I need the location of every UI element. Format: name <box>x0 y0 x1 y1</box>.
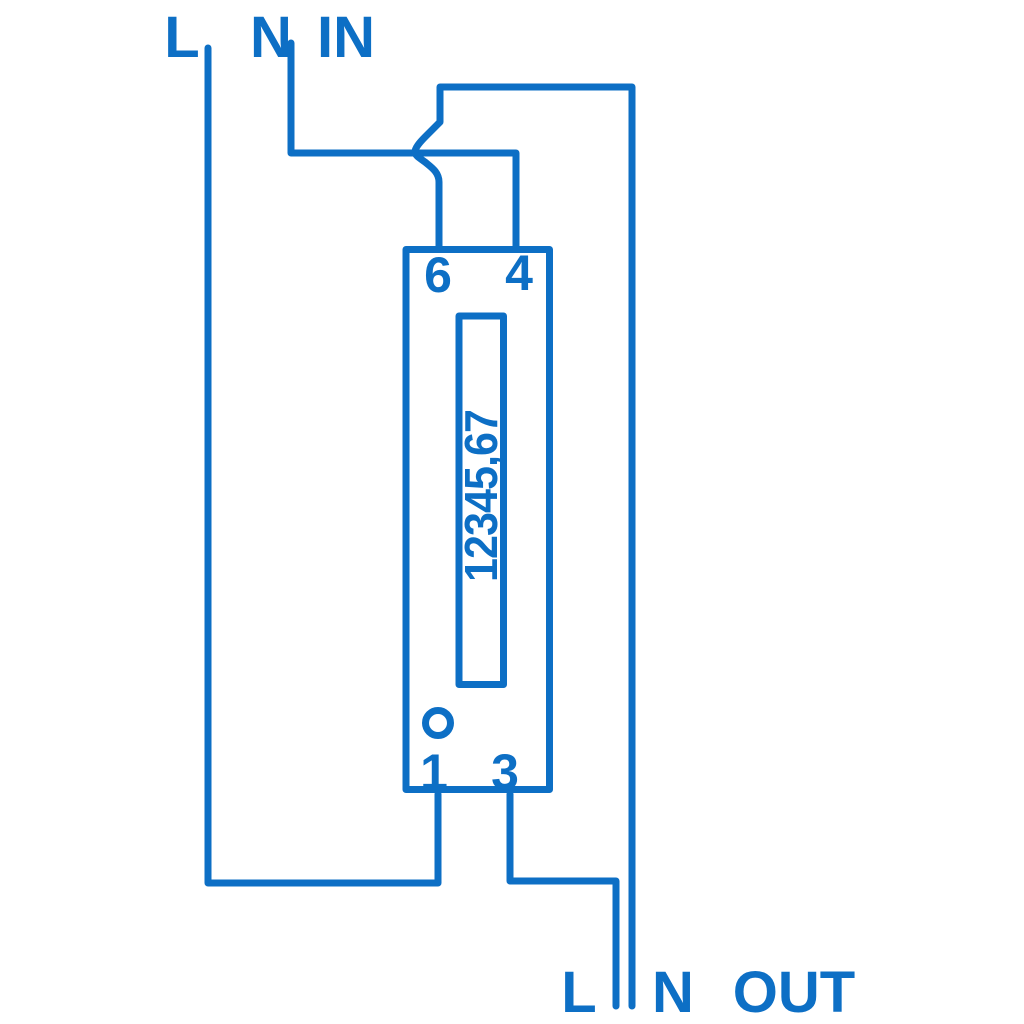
wire-line-in <box>204 44 442 887</box>
input-neutral-label: N <box>250 5 292 70</box>
output-neutral-label: N <box>652 960 694 1024</box>
wire-line-out <box>506 790 620 1010</box>
output-line-label: L <box>561 960 596 1024</box>
wire-neutral-in <box>287 39 520 251</box>
terminal-1-label: 1 <box>420 744 448 800</box>
output-group-label: OUT <box>733 960 855 1024</box>
meter-display-reading: 12345,67 <box>455 410 507 582</box>
terminal-4-label: 4 <box>505 245 533 301</box>
meter-body <box>402 246 553 793</box>
meter-display-window <box>455 312 507 688</box>
terminal-3-label: 3 <box>491 744 519 800</box>
input-line-label: L <box>164 5 199 70</box>
meter-led-indicator <box>422 707 454 739</box>
wire-neutral-out-with-jump <box>411 83 636 1010</box>
terminal-6-label: 6 <box>424 247 452 303</box>
input-group-label: IN <box>317 5 375 70</box>
